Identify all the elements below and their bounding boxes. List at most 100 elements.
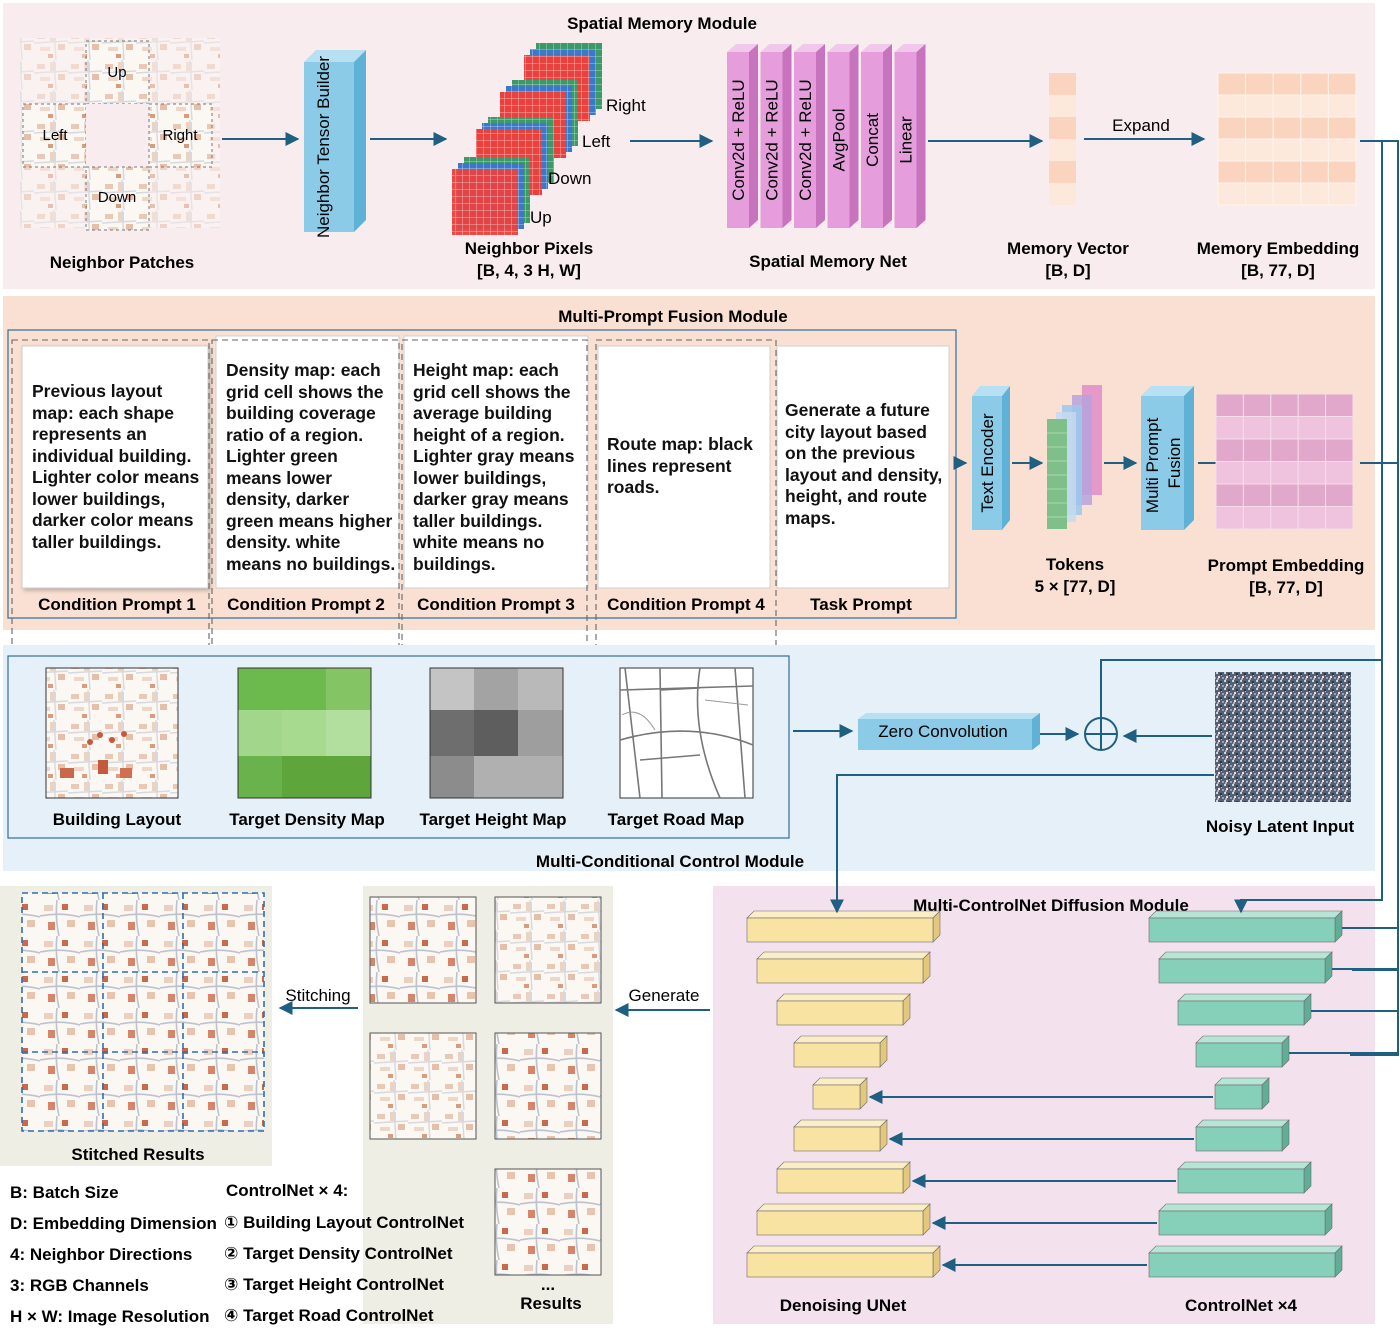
- prompt-embedding-cell: [1215, 416, 1244, 440]
- prompt-card-task: [776, 345, 950, 589]
- unet-block-2: [756, 951, 931, 984]
- building-layout-map: [45, 667, 179, 799]
- net-layer-label-6: Linear: [897, 116, 916, 164]
- prompt-embedding-label: Prompt Embedding: [1208, 556, 1365, 575]
- pixels-label-left: Left: [582, 132, 611, 151]
- net-layer-6: Linear: [894, 44, 926, 228]
- controlnet-block-4: [1195, 1035, 1290, 1068]
- prompt-label-task: Task Prompt: [810, 595, 912, 614]
- prompt-embedding-cell: [1242, 393, 1272, 417]
- memory-embedding-cell: [1272, 94, 1302, 118]
- prompt-embedding-cell: [1242, 416, 1272, 440]
- prompt-embedding-cell: [1297, 438, 1327, 462]
- legend-controlnet-3: ③ Target Height ControlNet: [224, 1275, 444, 1294]
- diffusion-title: Multi-ControlNet Diffusion Module: [913, 896, 1189, 915]
- prompt-embedding-cell: [1242, 506, 1272, 530]
- patch-label-up: Up: [107, 64, 126, 81]
- results-ellipsis: ...: [541, 1275, 555, 1294]
- prompt-embedding-cell: [1270, 438, 1299, 462]
- prompt-text-4: Route map: black lines represent roads.: [607, 434, 753, 497]
- prompt-card-3: [403, 335, 589, 589]
- memory-embedding-cell: [1272, 182, 1302, 206]
- legend-controlnet-title: ControlNet × 4:: [226, 1181, 348, 1200]
- net-layer-label-3: Conv2d + ReLU: [796, 79, 815, 200]
- memory-embedding-cell: [1245, 72, 1274, 96]
- fusion-label-line2: Fusion: [1165, 437, 1184, 488]
- map-label-2: Target Density Map: [229, 810, 385, 829]
- prompt-card-1: [21, 345, 209, 589]
- prompt-embedding-cell: [1325, 438, 1354, 462]
- prompt-fusion-title: Multi-Prompt Fusion Module: [558, 307, 787, 326]
- prompt-card-4: [597, 345, 771, 589]
- prompt-embedding-cell: [1215, 461, 1244, 485]
- neighbor-patches: Up Left Right Down: [20, 38, 220, 231]
- memory-embedding-cell: [1245, 182, 1274, 206]
- net-layer-1: Conv2d + ReLU: [727, 44, 758, 228]
- memory-embedding-cell: [1327, 182, 1357, 206]
- prompt-embedding-cell: [1325, 461, 1354, 485]
- controlnet-block-9: [1148, 1245, 1343, 1278]
- patch-label-right: Right: [162, 127, 198, 144]
- legend-item-2: 4: Neighbor Directions: [10, 1245, 192, 1264]
- controlnet-block-1: [1148, 910, 1343, 943]
- prompt-embedding-cell: [1325, 393, 1354, 417]
- prompt-embedding: [1215, 393, 1354, 530]
- target-density-map: [237, 667, 372, 799]
- stitching-label: Stitching: [285, 986, 350, 1005]
- memory-embedding-cell: [1272, 138, 1302, 162]
- stitched-map: [22, 893, 264, 1131]
- memory-embedding-cell: [1327, 138, 1357, 162]
- spatial-memory-title: Spatial Memory Module: [567, 14, 757, 33]
- stitched-grid-lines: [21, 892, 265, 1132]
- prompt-embedding-cell: [1242, 461, 1272, 485]
- memory-embedding-cell: [1245, 138, 1274, 162]
- tokens-shape: 5 × [77, D]: [1035, 577, 1116, 596]
- net-layer-2: Conv2d + ReLU: [760, 44, 792, 228]
- prompt-embedding-cell: [1215, 483, 1244, 507]
- fusion-label: Multi Prompt Fusion: [1143, 413, 1184, 513]
- noisy-latent-image: [1215, 672, 1351, 802]
- zero-conv-label: Zero Convolution: [878, 722, 1007, 741]
- result-tile-4: [494, 1032, 602, 1140]
- prompt-label-1: Condition Prompt 1: [38, 595, 196, 614]
- neighbor-patches-label: Neighbor Patches: [50, 253, 195, 272]
- target-road-map: [619, 667, 754, 799]
- controlnet-block-7: [1177, 1161, 1312, 1194]
- result-tile-1: [369, 896, 477, 1004]
- net-layer-4: AvgPool: [827, 44, 859, 228]
- memory-embedding-cell: [1327, 94, 1357, 118]
- memory-embedding-cell: [1217, 182, 1247, 206]
- memory-vector: [1049, 73, 1076, 205]
- legend-item-4: H × W: Image Resolution: [10, 1307, 209, 1326]
- pixels-label-right: Right: [606, 96, 646, 115]
- unet-block-3: [776, 993, 911, 1026]
- net-layer-label-2: Conv2d + ReLU: [763, 79, 782, 200]
- result-tile-3: [369, 1032, 477, 1140]
- diffusion-module: Multi-ControlNet Diffusion Module Denois…: [713, 886, 1398, 1324]
- prompt-embedding-shape: [B, 77, D]: [1249, 578, 1323, 597]
- memory-embedding-cell: [1272, 160, 1302, 184]
- noisy-latent-label: Noisy Latent Input: [1206, 817, 1355, 836]
- expand-label: Expand: [1112, 116, 1170, 135]
- map-label-1: Building Layout: [53, 810, 182, 829]
- controlnet-block-8: [1158, 1203, 1333, 1236]
- memory-embedding-cell: [1245, 94, 1274, 118]
- prompt-label-2: Condition Prompt 2: [227, 595, 385, 614]
- connector-memory-rail: [1350, 140, 1399, 1056]
- prompt-embedding-cell: [1270, 506, 1299, 530]
- prompt-embedding-cell: [1325, 483, 1354, 507]
- spatial-memory-net-label: Spatial Memory Net: [749, 252, 907, 271]
- tokens-label: Tokens: [1046, 555, 1104, 574]
- memory-vector-label: Memory Vector: [1007, 239, 1129, 258]
- generate-label: Generate: [629, 986, 700, 1005]
- control-title: Multi-Conditional Control Module: [536, 852, 804, 871]
- memory-embedding-cell: [1300, 116, 1329, 140]
- prompt-embedding-cell: [1215, 393, 1244, 417]
- unet-block-8: [756, 1203, 931, 1236]
- multi-conditional-control-module: Building Layout Target Density Map Targe…: [3, 645, 1375, 871]
- legend-item-1: D: Embedding Dimension: [10, 1214, 217, 1233]
- legend-controlnet-2: ② Target Density ControlNet: [224, 1244, 453, 1263]
- legend-item-0: B: Batch Size: [10, 1183, 119, 1202]
- controlnet-block-5: [1214, 1077, 1270, 1110]
- prompt-text-1: Previous layout map: each shape represen…: [32, 381, 200, 552]
